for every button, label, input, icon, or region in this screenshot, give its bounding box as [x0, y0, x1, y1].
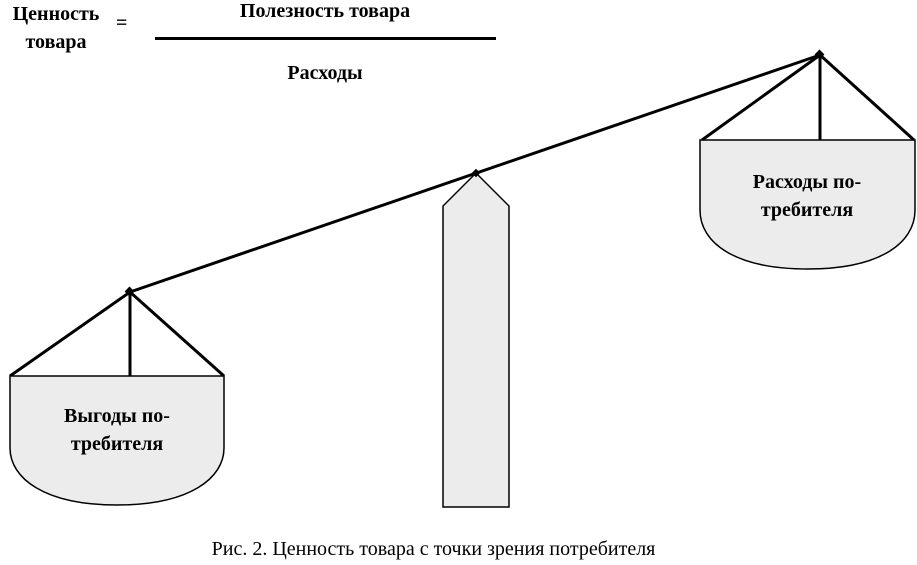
right-pan-hangers — [701, 53, 916, 142]
formula-fraction-bar — [155, 37, 496, 40]
right-pivot — [814, 49, 825, 60]
left-pan-label: Выгоды по- требителя — [12, 402, 222, 458]
figure-caption: Рис. 2. Ценность товара с точки зрения п… — [211, 538, 656, 560]
formula-lhs: Ценность товара — [0, 0, 112, 56]
figure-caption-wrapper: Рис. 2. Ценность товара с точки зрения п… — [0, 536, 917, 562]
right-pan-label-line2: требителя — [760, 199, 854, 221]
formula-denominator: Расходы — [287, 62, 363, 84]
left-pan-label-line1: Выгоды по- — [64, 405, 170, 427]
scale-pillar — [442, 171, 510, 508]
left-pan-label-line2: требителя — [70, 433, 164, 455]
left-pan — [9, 375, 225, 506]
right-pan-label-line1: Расходы по- — [752, 171, 862, 193]
left-pan-hangers — [9, 290, 225, 378]
center-pivot — [471, 168, 481, 178]
formula-equals: = — [116, 12, 128, 34]
formula-lhs-line1: Ценность — [12, 3, 100, 25]
right-pan — [699, 139, 916, 270]
formula-lhs-line2: товара — [25, 31, 87, 53]
formula-numerator: Полезность товара — [239, 0, 411, 22]
right-pan-label: Расходы по- требителя — [700, 168, 914, 224]
